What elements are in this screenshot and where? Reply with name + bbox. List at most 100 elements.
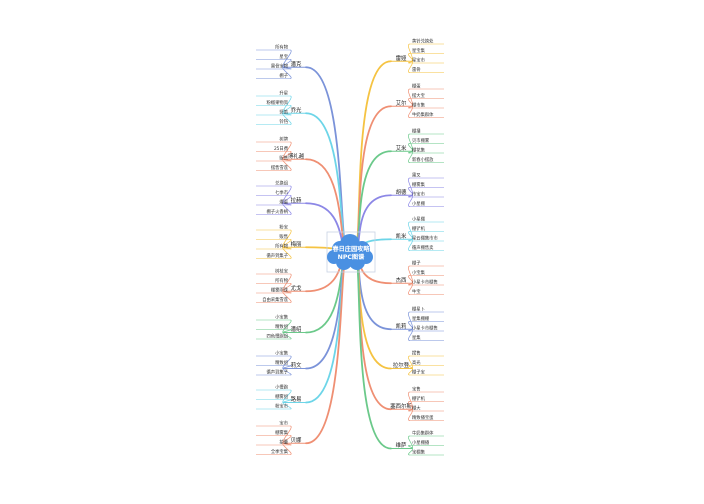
- branch-label: 维萨: [396, 441, 407, 449]
- leaf-item[interactable]: 黄铃兑换处: [412, 38, 434, 45]
- leaf-item[interactable]: 兑换组: [275, 180, 289, 187]
- leaf-item[interactable]: 摆售: [412, 350, 421, 357]
- leaf-item[interactable]: 自由采集雪莲: [262, 296, 288, 303]
- leaf-item[interactable]: 棚子: [279, 72, 288, 79]
- leaf-item[interactable]: 宝市: [279, 420, 288, 427]
- leaf-item[interactable]: 棚子: [412, 260, 421, 267]
- leaf-item[interactable]: 循声到集子: [267, 252, 289, 259]
- leaf-item[interactable]: 棚雾集: [412, 181, 426, 188]
- leaf-item[interactable]: 拍量: [279, 439, 288, 446]
- leaf-item[interactable]: 星宝集: [412, 47, 426, 54]
- leaf-item[interactable]: 宝售: [412, 386, 421, 393]
- leaf-item[interactable]: 爆蛋: [279, 199, 288, 206]
- leaf-item[interactable]: 牛宝: [412, 288, 421, 295]
- leaf-item[interactable]: 树枝宝: [275, 268, 289, 275]
- leaf-item[interactable]: 粉榴果物资: [267, 99, 289, 106]
- leaf-item[interactable]: 全季宝集: [271, 448, 289, 455]
- leaf-item[interactable]: 铃铛: [279, 118, 288, 125]
- leaf-item[interactable]: 棚雾集: [275, 429, 289, 436]
- leaf-item[interactable]: 所有物: [275, 243, 289, 250]
- leaf-item[interactable]: 四色慢跑组: [267, 333, 289, 340]
- leaf-item[interactable]: 星集: [412, 334, 421, 341]
- leaf-item[interactable]: 棚雾组: [275, 393, 289, 400]
- leaf-item[interactable]: 牛奶集群体: [412, 430, 434, 437]
- leaf-item[interactable]: 星集棚棚: [412, 315, 429, 322]
- leaf-item[interactable]: 小星卡市棚售: [412, 279, 438, 286]
- leaf-item[interactable]: 小星卡市棚售: [412, 325, 438, 332]
- leaf-item[interactable]: 棚子火香柄: [267, 208, 289, 215]
- leaf-item[interactable]: 高光: [412, 359, 421, 366]
- leaf-item[interactable]: 贩售: [279, 155, 288, 162]
- leaf-link: [408, 238, 413, 251]
- leaf-item[interactable]: 树牌: [279, 136, 288, 143]
- leaf-item[interactable]: 星宝: [279, 53, 288, 60]
- leaf-item[interactable]: 棚铲机: [412, 225, 426, 232]
- leaf-item[interactable]: 小星棚播: [412, 439, 430, 446]
- leaf-item[interactable]: 精致组: [275, 323, 289, 330]
- leaf-item[interactable]: 循声到集子: [267, 369, 289, 376]
- leaf-item[interactable]: 25日费: [274, 145, 289, 152]
- leaf-item[interactable]: 宝棚集: [412, 449, 426, 456]
- branch-label: 艾尔: [396, 99, 407, 107]
- leaf-item[interactable]: 贩售: [279, 233, 288, 240]
- leaf-item[interactable]: 贝市棚雾: [412, 137, 430, 144]
- leaf-item[interactable]: 棚市集: [412, 102, 426, 109]
- leaf-item[interactable]: 小星棚: [412, 200, 425, 207]
- leaf-item[interactable]: 七季市: [275, 189, 289, 196]
- leaf-item[interactable]: 所有物: [275, 44, 289, 51]
- leaf-item[interactable]: 雷骨: [412, 67, 421, 73]
- leaf-item[interactable]: 棚大: [412, 405, 421, 412]
- leaf-item[interactable]: 棚雾雨珠: [271, 287, 289, 294]
- leaf-item[interactable]: 棚播: [412, 128, 421, 135]
- leaf-item[interactable]: 棚星卜: [412, 306, 425, 313]
- leaf-item[interactable]: 市宝市: [412, 191, 426, 198]
- leaf-item[interactable]: 棚铲机: [412, 395, 426, 402]
- leaf-item[interactable]: 竖笛: [279, 109, 288, 116]
- leaf-item[interactable]: 粉宝市: [275, 403, 289, 410]
- leaf-item[interactable]: 小宝集: [275, 350, 289, 357]
- leaf-item[interactable]: 精致组: [275, 359, 289, 366]
- leaf-item[interactable]: 粉宝: [279, 224, 288, 231]
- leaf-item[interactable]: 新春小摆放: [412, 156, 434, 163]
- leaf-item[interactable]: 所有物: [275, 277, 289, 284]
- leaf-item[interactable]: 棚蛋: [412, 83, 421, 90]
- leaf-item[interactable]: 摆大宝: [412, 92, 426, 99]
- leaf-item[interactable]: 小慢跑: [275, 384, 289, 391]
- leaf-item[interactable]: 雷骨宝物: [271, 63, 289, 70]
- leaf-item[interactable]: 雷叉: [412, 173, 421, 179]
- leaf-item[interactable]: 升星: [279, 90, 288, 97]
- leaf-item[interactable]: 小宝集: [412, 269, 426, 276]
- leaf-item[interactable]: 牛奶集群体: [412, 111, 434, 118]
- leaf-item[interactable]: 棚子宝: [412, 369, 426, 376]
- leaf-item[interactable]: 循声棚售卖: [412, 244, 434, 251]
- leaf-item[interactable]: 星宝市: [412, 57, 426, 64]
- leaf-item[interactable]: 小星棚: [412, 216, 425, 223]
- leaf-item[interactable]: 摆售雪莲: [271, 164, 289, 171]
- leaf-item[interactable]: 棚花集: [412, 147, 426, 154]
- branch-label: 凯米: [396, 232, 407, 240]
- leaf-item[interactable]: 星云棚集市市: [412, 235, 438, 242]
- leaf-item[interactable]: 小宝集: [275, 314, 289, 321]
- leaf-item[interactable]: 精致播宝蛋: [412, 414, 434, 421]
